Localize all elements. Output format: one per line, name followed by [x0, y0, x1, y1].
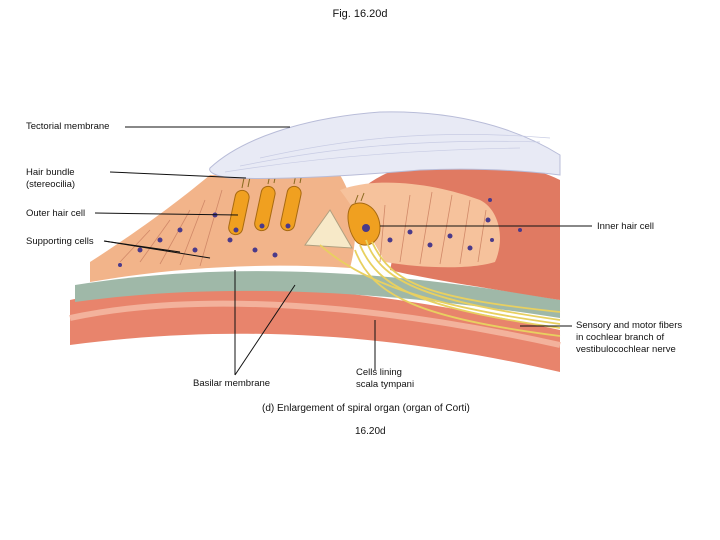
label-cells-lining-line2: scala tympani	[356, 379, 415, 390]
leader-lines	[94, 126, 592, 376]
lower-tissue-highlight	[69, 300, 561, 348]
label-outer-hair-cell: Outer hair cell	[26, 208, 86, 219]
figure-code: 16.20d	[355, 426, 386, 437]
supporting-cells-region	[90, 175, 356, 282]
nuclei	[118, 198, 522, 267]
tunnel-of-corti	[304, 209, 353, 249]
outer-hair-cells	[228, 185, 302, 236]
label-hair-bundle-line1: Hair bundle	[26, 167, 75, 178]
label-supporting-cells: Supporting cells	[26, 236, 94, 247]
tectorial-striations	[224, 134, 551, 173]
inner-hair-cell	[347, 202, 381, 246]
lower-tissue	[70, 285, 560, 372]
inner-cell-arc	[340, 182, 500, 268]
label-nerve-line1: Sensory and motor fibers	[576, 320, 683, 331]
label-inner-hair-cell: Inner hair cell	[597, 221, 655, 232]
label-hair-bundle-line2: (stereocilia)	[26, 179, 76, 190]
outer-hair-cell-nuclei	[233, 223, 291, 233]
figure-title: Fig. 16.20d	[332, 8, 388, 20]
inner-hair-cell-nucleus	[362, 224, 370, 232]
figure-caption: (d) Enlargement of spiral organ (organ o…	[262, 403, 470, 414]
nerve-fibers	[319, 239, 561, 337]
basilar-membrane-band	[75, 271, 560, 318]
label-cells-lining-line1: Cells lining	[356, 367, 402, 378]
label-tectorial-membrane: Tectorial membrane	[26, 121, 110, 132]
label-nerve-line2: in cochlear branch of	[576, 332, 665, 343]
label-basilar-membrane: Basilar membrane	[193, 378, 271, 389]
label-nerve-line3: vestibulocochlear nerve	[576, 344, 676, 355]
